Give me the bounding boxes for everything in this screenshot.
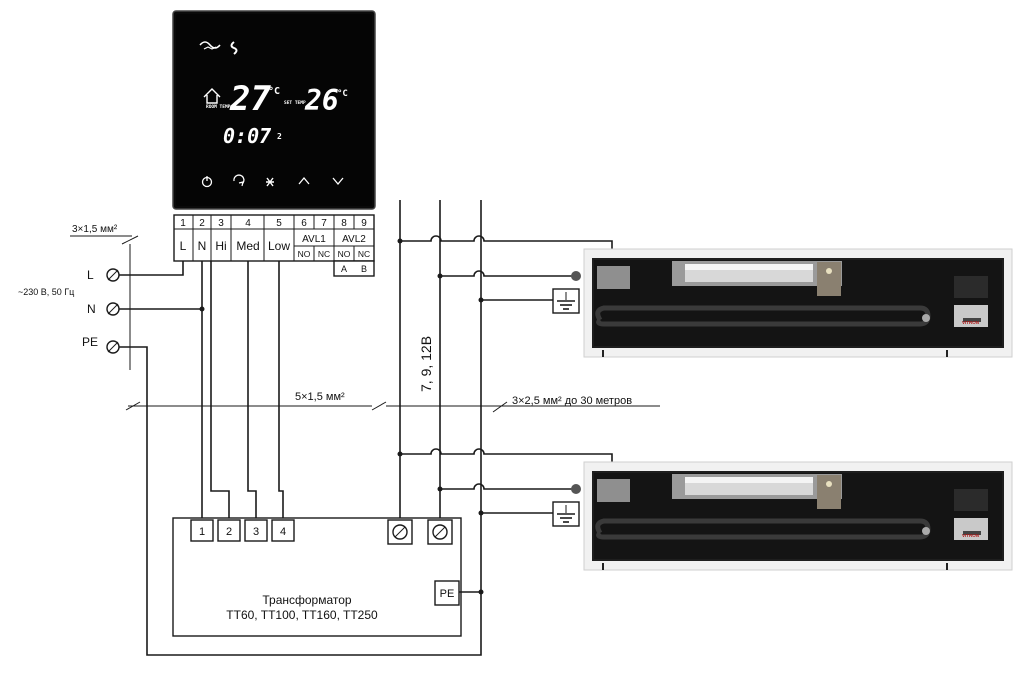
home-icon xyxy=(203,88,221,104)
avl2-no: NO xyxy=(338,249,351,259)
terminal-number: 7 xyxy=(321,218,327,229)
mains-n-label: N xyxy=(87,302,96,316)
terminal-number: 3 xyxy=(218,218,224,229)
terminal-label-med: Med xyxy=(236,239,259,253)
mains-l-label: L xyxy=(87,268,94,282)
convector-upper xyxy=(571,248,1013,358)
time-display: 0:07 xyxy=(223,124,271,148)
lv-terminal-icon xyxy=(387,519,413,545)
fan-speed-button[interactable] xyxy=(266,177,274,187)
room-temp-label: ROOM TEMP xyxy=(206,104,231,110)
mains-pe-terminal-icon xyxy=(106,340,120,354)
terminal-number: 6 xyxy=(301,218,307,229)
avl2-label: AVL2 xyxy=(342,234,366,245)
terminal-number: 1 xyxy=(180,218,186,229)
terminal-a: A xyxy=(341,264,347,274)
terminal-b: B xyxy=(361,264,367,274)
avl2-nc: NC xyxy=(358,249,370,259)
mains-l-terminal-icon xyxy=(106,268,120,282)
avl1-label: AVL1 xyxy=(302,234,326,245)
mains-cable-label: 3×1,5 мм² xyxy=(72,224,118,235)
terminal-number: 2 xyxy=(199,218,205,229)
thermostat: ROOM TEMP 27 °C SET TEMP 26 °C 0:07 2 xyxy=(172,10,376,210)
mains-n-terminal-icon xyxy=(106,302,120,316)
room-temp-value: 27 xyxy=(229,79,271,119)
cable-3x-label: 3×2,5 мм² до 30 метров xyxy=(512,395,632,407)
room-temp-unit: °C xyxy=(268,86,280,97)
set-temp-label: SET TEMP xyxy=(284,100,306,106)
terminal-number: 9 xyxy=(361,218,367,229)
convector-brand-label: VITRON xyxy=(962,533,979,538)
low-voltage-label: 7, 9, 12В xyxy=(418,336,434,392)
transformer-title: Трансформатор xyxy=(262,593,352,607)
terminal-number: 4 xyxy=(245,218,251,229)
lv-terminal-icon xyxy=(427,519,453,545)
mains-pe-label: PE xyxy=(82,335,98,349)
convector-lower xyxy=(571,461,1013,571)
transformer-terminal: 2 xyxy=(226,526,232,538)
transformer-terminal: 4 xyxy=(280,526,286,538)
day-display: 2 xyxy=(277,132,282,141)
terminal-label-n: N xyxy=(198,239,207,253)
avl1-no: NO xyxy=(298,249,311,259)
mode-icons xyxy=(199,41,221,50)
ground-icon xyxy=(552,501,580,527)
terminal-label-low: Low xyxy=(268,239,290,253)
transformer-terminal: 3 xyxy=(253,526,259,538)
up-button[interactable] xyxy=(298,176,310,185)
transformer-pe-label: PE xyxy=(440,588,455,600)
terminal-block: 1 2 3 4 5 6 7 8 9 L N Hi Med Low AVL1 AV… xyxy=(173,214,375,277)
transformer: 1 2 3 4 PE Трансформатор TT60, TT100, TT… xyxy=(172,517,481,637)
avl1-nc: NC xyxy=(318,249,330,259)
terminal-number: 5 xyxy=(276,218,282,229)
convector-brand-label: VITRON xyxy=(962,320,979,325)
power-button[interactable] xyxy=(201,176,213,188)
terminal-label-hi: Hi xyxy=(215,239,226,253)
mains-supply: 3×1,5 мм² ~230 В, 50 Гц L N PE xyxy=(18,224,139,370)
down-button[interactable] xyxy=(332,177,344,186)
terminal-label-l: L xyxy=(180,239,187,253)
transformer-terminal: 1 xyxy=(199,526,205,538)
mode-button[interactable] xyxy=(233,174,245,187)
wires xyxy=(119,200,660,656)
cable-5x-label: 5×1,5 мм² xyxy=(295,391,345,403)
mains-voltage-label: ~230 В, 50 Гц xyxy=(18,287,74,297)
ground-icon xyxy=(552,288,580,314)
fan-icon xyxy=(230,41,238,55)
set-temp-value: 26 xyxy=(304,84,339,117)
transformer-models: TT60, TT100, TT160, TT250 xyxy=(226,608,378,622)
set-temp-unit: °C xyxy=(337,89,348,99)
terminal-number: 8 xyxy=(341,218,347,229)
